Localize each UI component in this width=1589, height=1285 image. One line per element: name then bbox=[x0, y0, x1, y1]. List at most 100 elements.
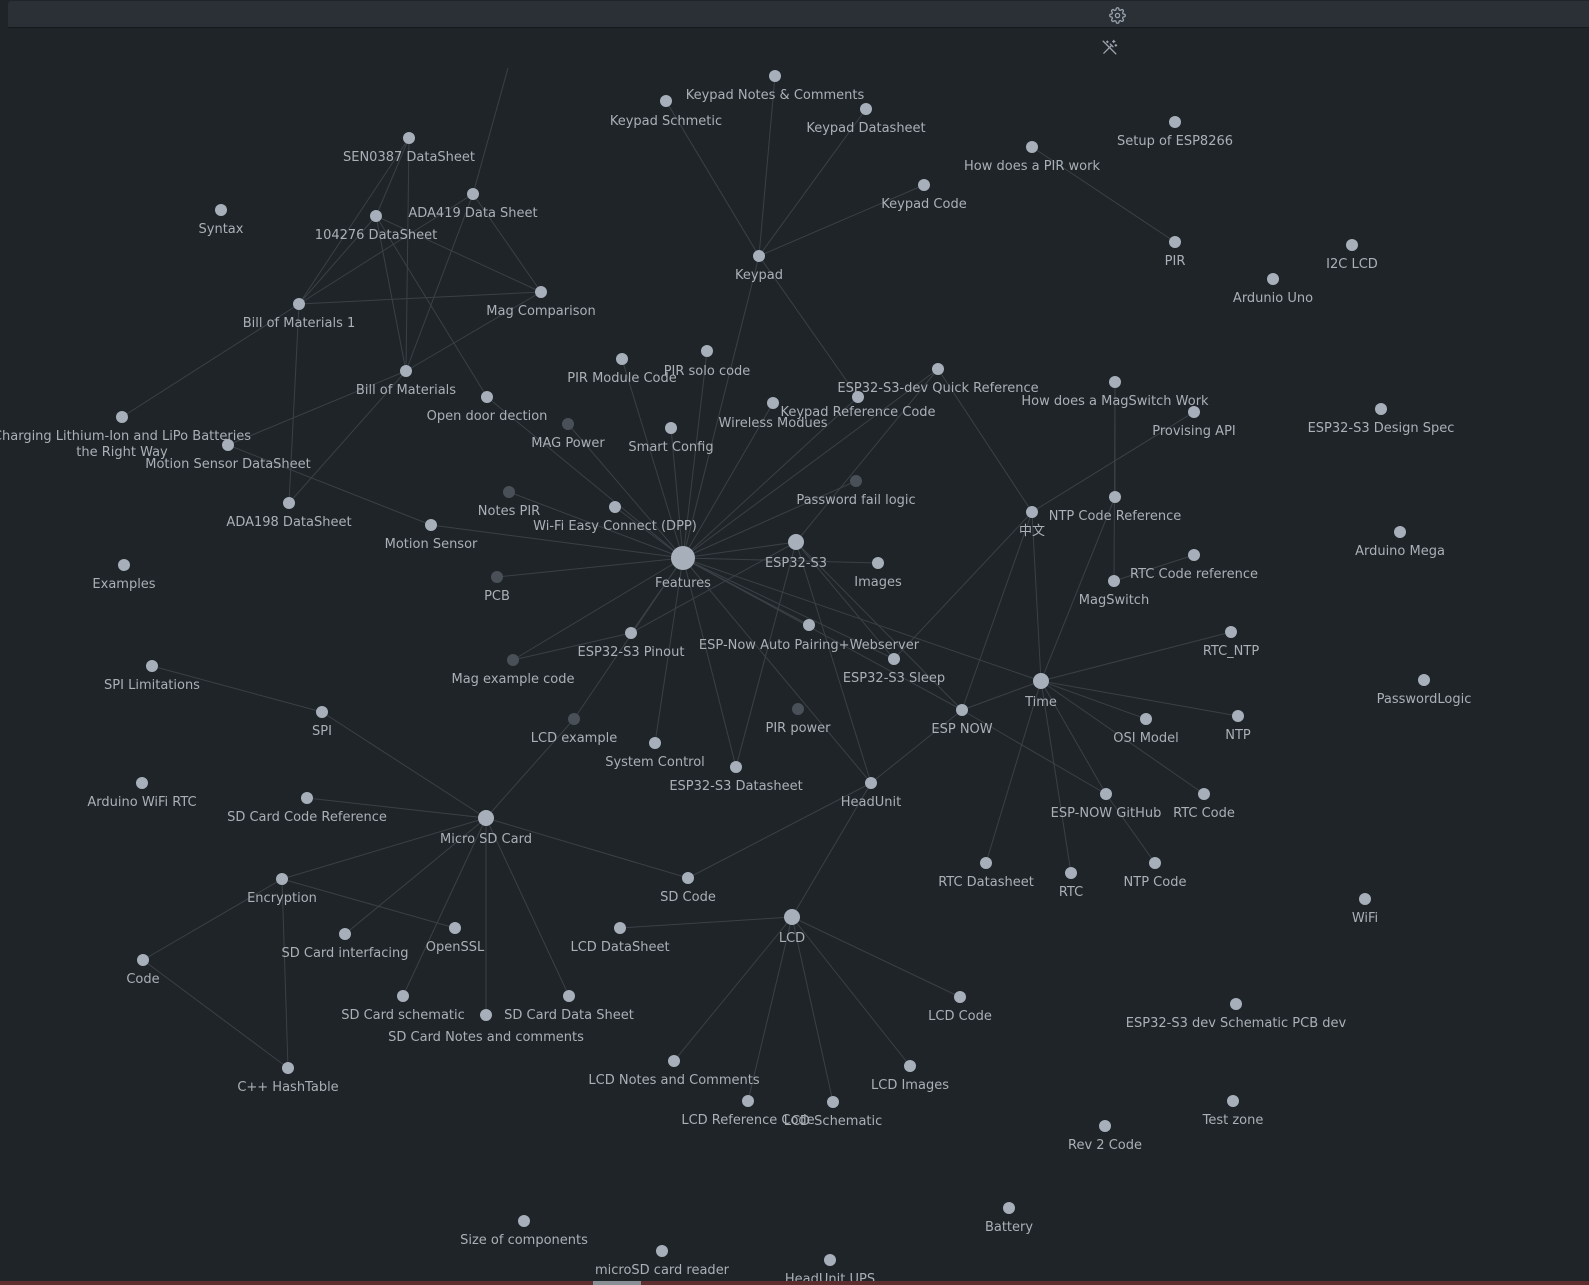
graph-node-cpp-hashtable[interactable]: C++ HashTable bbox=[237, 1062, 339, 1095]
graph-node-lcd-datasheet[interactable]: LCD DataSheet bbox=[570, 922, 670, 955]
graph-node-esp-now-auto[interactable]: ESP-Now Auto Pairing+Webserver bbox=[699, 619, 920, 653]
graph-node-openssl[interactable]: OpenSSL bbox=[426, 922, 485, 955]
graph-node-password-fail[interactable]: Password fail logic bbox=[796, 475, 916, 508]
graph-node-syntax[interactable]: Syntax bbox=[199, 204, 244, 237]
node-dot[interactable] bbox=[932, 363, 944, 375]
graph-node-sd-data-sheet[interactable]: SD Card Data Sheet bbox=[504, 990, 634, 1023]
graph-node-keypad-notes[interactable]: Keypad Notes & Comments bbox=[686, 70, 865, 103]
graph-node-i2c-lcd[interactable]: I2C LCD bbox=[1326, 239, 1378, 272]
node-dot[interactable] bbox=[904, 1060, 916, 1072]
node-dot[interactable] bbox=[671, 546, 695, 570]
node-dot[interactable] bbox=[852, 391, 864, 403]
node-dot[interactable] bbox=[1230, 998, 1242, 1010]
graph-node-sd-interfacing[interactable]: SD Card interfacing bbox=[281, 928, 409, 961]
node-dot[interactable] bbox=[276, 873, 288, 885]
node-dot[interactable] bbox=[535, 286, 547, 298]
node-dot[interactable] bbox=[1169, 116, 1181, 128]
node-dot[interactable] bbox=[656, 1245, 668, 1257]
node-dot[interactable] bbox=[301, 792, 313, 804]
node-dot[interactable] bbox=[784, 909, 800, 925]
graph-node-lcd-images[interactable]: LCD Images bbox=[871, 1060, 949, 1093]
node-dot[interactable] bbox=[1026, 506, 1038, 518]
graph-node-rtc-code[interactable]: RTC Code bbox=[1173, 788, 1235, 821]
graph-node-esp32-pinout[interactable]: ESP32-S3 Pinout bbox=[578, 627, 685, 660]
graph-node-arduino-wifi-rtc[interactable]: Arduino WiFi RTC bbox=[87, 777, 197, 810]
graph-node-rev2[interactable]: Rev 2 Code bbox=[1068, 1120, 1142, 1153]
node-dot[interactable] bbox=[563, 990, 575, 1002]
graph-node-keypad-schmetic[interactable]: Keypad Schmetic bbox=[610, 95, 722, 129]
node-dot[interactable] bbox=[660, 95, 672, 107]
graph-node-lcd-notes[interactable]: LCD Notes and Comments bbox=[588, 1055, 760, 1088]
node-dot[interactable] bbox=[518, 1215, 530, 1227]
node-dot[interactable] bbox=[956, 704, 968, 716]
graph-node-setup-esp8266[interactable]: Setup of ESP8266 bbox=[1117, 116, 1233, 149]
node-dot[interactable] bbox=[478, 810, 494, 826]
node-dot[interactable] bbox=[137, 954, 149, 966]
node-dot[interactable] bbox=[1346, 239, 1358, 251]
graph-node-esp32-design[interactable]: ESP32-S3 Design Spec bbox=[1308, 403, 1455, 436]
node-dot[interactable] bbox=[824, 1254, 836, 1266]
graph-node-features[interactable]: Features bbox=[655, 546, 711, 591]
node-dot[interactable] bbox=[1375, 403, 1387, 415]
node-dot[interactable] bbox=[481, 391, 493, 403]
graph-node-esp32-sleep[interactable]: ESP32-S3 Sleep bbox=[843, 653, 945, 686]
graph-node-microsd-reader[interactable]: microSD card reader bbox=[595, 1245, 730, 1278]
node-dot[interactable] bbox=[316, 706, 328, 718]
node-dot[interactable] bbox=[918, 179, 930, 191]
node-dot[interactable] bbox=[146, 660, 158, 672]
node-dot[interactable] bbox=[1169, 236, 1181, 248]
node-dot[interactable] bbox=[480, 1009, 492, 1021]
graph-node-wifi-dpp[interactable]: Wi-Fi Easy Connect (DPP) bbox=[533, 501, 697, 534]
graph-node-micro-sd[interactable]: Micro SD Card bbox=[440, 810, 532, 847]
graph-node-time[interactable]: Time bbox=[1024, 673, 1057, 710]
node-dot[interactable] bbox=[397, 990, 409, 1002]
node-dot[interactable] bbox=[850, 475, 862, 487]
graph-node-lcd-ref[interactable]: LCD Reference Code bbox=[681, 1095, 815, 1128]
node-dot[interactable] bbox=[682, 872, 694, 884]
node-dot[interactable] bbox=[1108, 575, 1120, 587]
graph-node-wireless[interactable]: Wireless Modues bbox=[719, 397, 828, 431]
node-dot[interactable] bbox=[467, 188, 479, 200]
graph-node-arduino-mega[interactable]: Arduino Mega bbox=[1355, 526, 1445, 559]
node-dot[interactable] bbox=[1003, 1202, 1015, 1214]
node-dot[interactable] bbox=[1188, 549, 1200, 561]
graph-node-magswitch-work[interactable]: How does a MagSwitch Work bbox=[1021, 376, 1209, 409]
node-dot[interactable] bbox=[1149, 857, 1161, 869]
horizontal-scroll-thumb[interactable] bbox=[593, 1281, 641, 1285]
node-dot[interactable] bbox=[767, 397, 779, 409]
node-dot[interactable] bbox=[616, 353, 628, 365]
node-dot[interactable] bbox=[730, 761, 742, 773]
graph-node-size-components[interactable]: Size of components bbox=[460, 1215, 588, 1248]
graph-node-lcd-example[interactable]: LCD example bbox=[531, 713, 617, 746]
node-dot[interactable] bbox=[503, 486, 515, 498]
graph-node-mag-comparison[interactable]: Mag Comparison bbox=[486, 286, 596, 319]
graph-node-code[interactable]: Code bbox=[126, 954, 160, 987]
node-dot[interactable] bbox=[668, 1055, 680, 1067]
node-dot[interactable] bbox=[1188, 406, 1200, 418]
graph-node-ntp[interactable]: NTP bbox=[1225, 710, 1251, 743]
node-dot[interactable] bbox=[425, 519, 437, 531]
graph-node-esp32-s3[interactable]: ESP32-S3 bbox=[765, 534, 827, 571]
graph-node-motion-ds[interactable]: Motion Sensor DataSheet bbox=[145, 439, 311, 472]
node-dot[interactable] bbox=[788, 534, 804, 550]
graph-node-test-zone[interactable]: Test zone bbox=[1202, 1095, 1264, 1128]
node-dot[interactable] bbox=[507, 654, 519, 666]
graph-node-keypad-ref[interactable]: Keypad Reference Code bbox=[780, 391, 936, 420]
graph-node-headunit[interactable]: HeadUnit bbox=[841, 777, 901, 810]
graph-node-zhongwen[interactable]: 中文 bbox=[1019, 506, 1045, 539]
graph-node-lcd-schematic[interactable]: LCD Schematic bbox=[784, 1096, 883, 1129]
node-dot[interactable] bbox=[954, 991, 966, 1003]
node-dot[interactable] bbox=[614, 922, 626, 934]
graph-node-system-control[interactable]: System Control bbox=[605, 737, 705, 770]
node-dot[interactable] bbox=[1109, 491, 1121, 503]
graph-node-rtc-ref[interactable]: RTC Code reference bbox=[1130, 549, 1258, 582]
graph-node-esp32-dev-pcb[interactable]: ESP32-S3 dev Schematic PCB dev bbox=[1126, 998, 1347, 1031]
node-dot[interactable] bbox=[827, 1096, 839, 1108]
node-dot[interactable] bbox=[769, 70, 781, 82]
node-dot[interactable] bbox=[282, 1062, 294, 1074]
node-dot[interactable] bbox=[742, 1095, 754, 1107]
node-dot[interactable] bbox=[1140, 713, 1152, 725]
node-dot[interactable] bbox=[609, 501, 621, 513]
